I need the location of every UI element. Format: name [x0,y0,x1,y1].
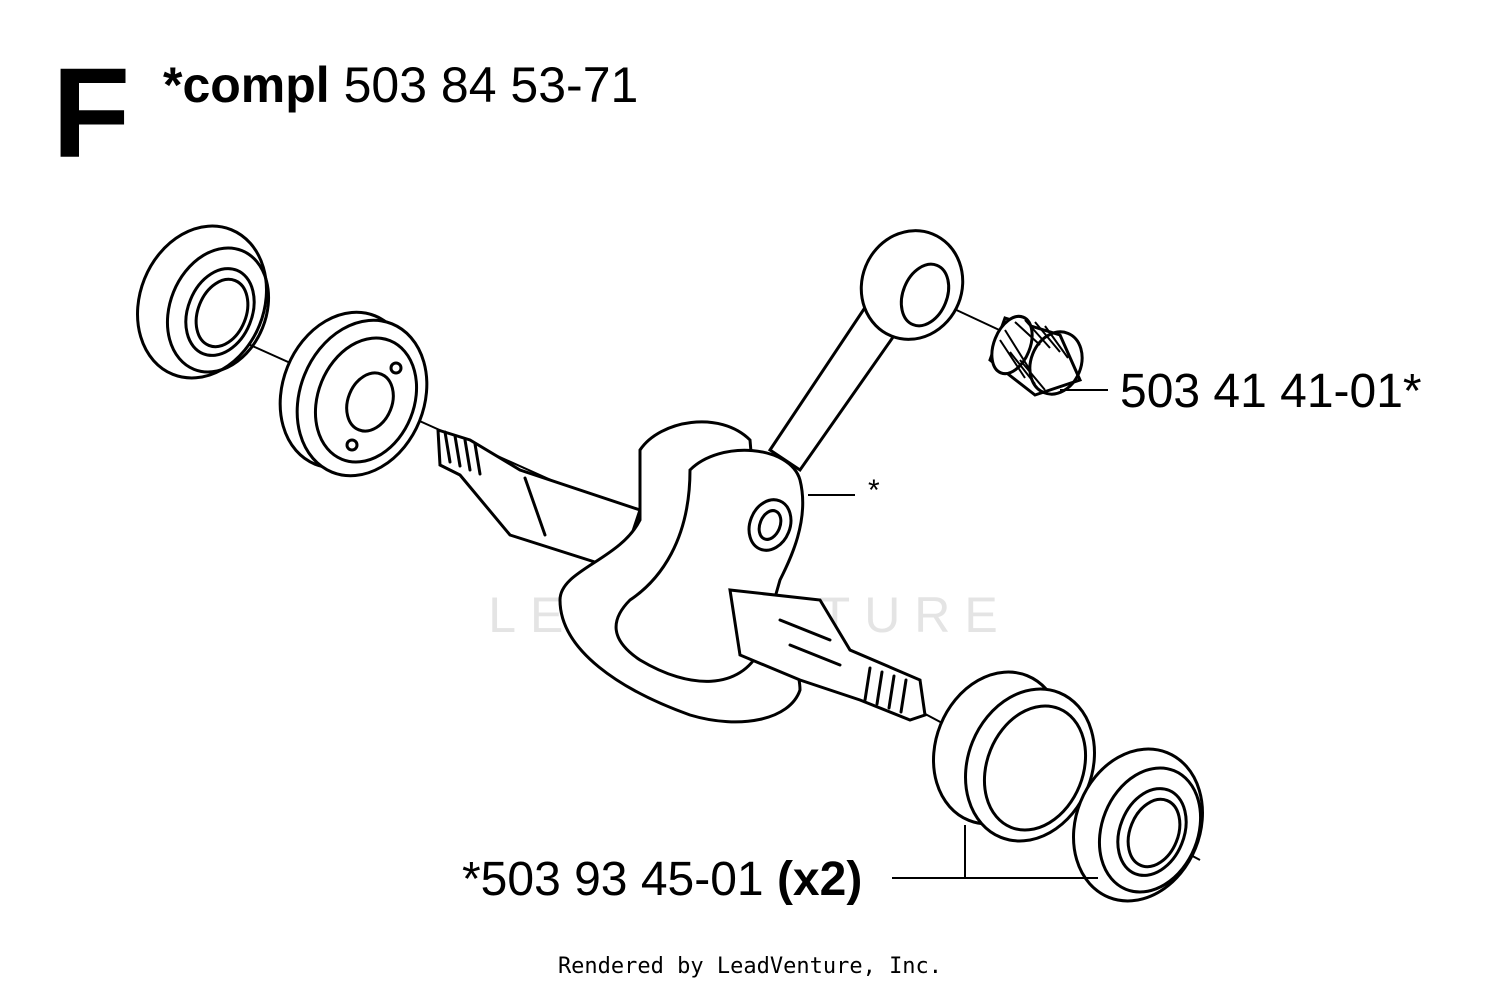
footer-credit: Rendered by LeadVenture, Inc. [557,954,943,979]
leader-main-bearings [892,825,1098,879]
main-bearing-quantity: (x2) [776,853,863,906]
complete-assembly-label: *compl 503 84 53-71 [163,60,638,110]
main-bearing-part-number: *503 93 45-01 [462,853,764,906]
compl-part-number: 503 84 53-71 [343,57,639,113]
connecting-rod [767,229,965,473]
main-bearing-label: *503 93 45-01 (x2) [462,856,862,904]
crankshaft-left-shaft [436,427,642,572]
needle-bearing-part-number: 503 41 41-01* [1120,365,1422,418]
compl-prefix: *compl [163,57,330,113]
left-outer-bearing [136,224,271,380]
right-inner-bearing [932,670,1096,843]
crankshaft-marker: * [868,474,880,507]
section-letter: F [52,42,131,185]
crankshaft-right-shaft [728,588,927,722]
needle-bearing [988,314,1084,397]
crankshaft-web [558,420,805,724]
right-outer-bearing [1072,747,1204,903]
left-inner-bearing [278,310,429,478]
